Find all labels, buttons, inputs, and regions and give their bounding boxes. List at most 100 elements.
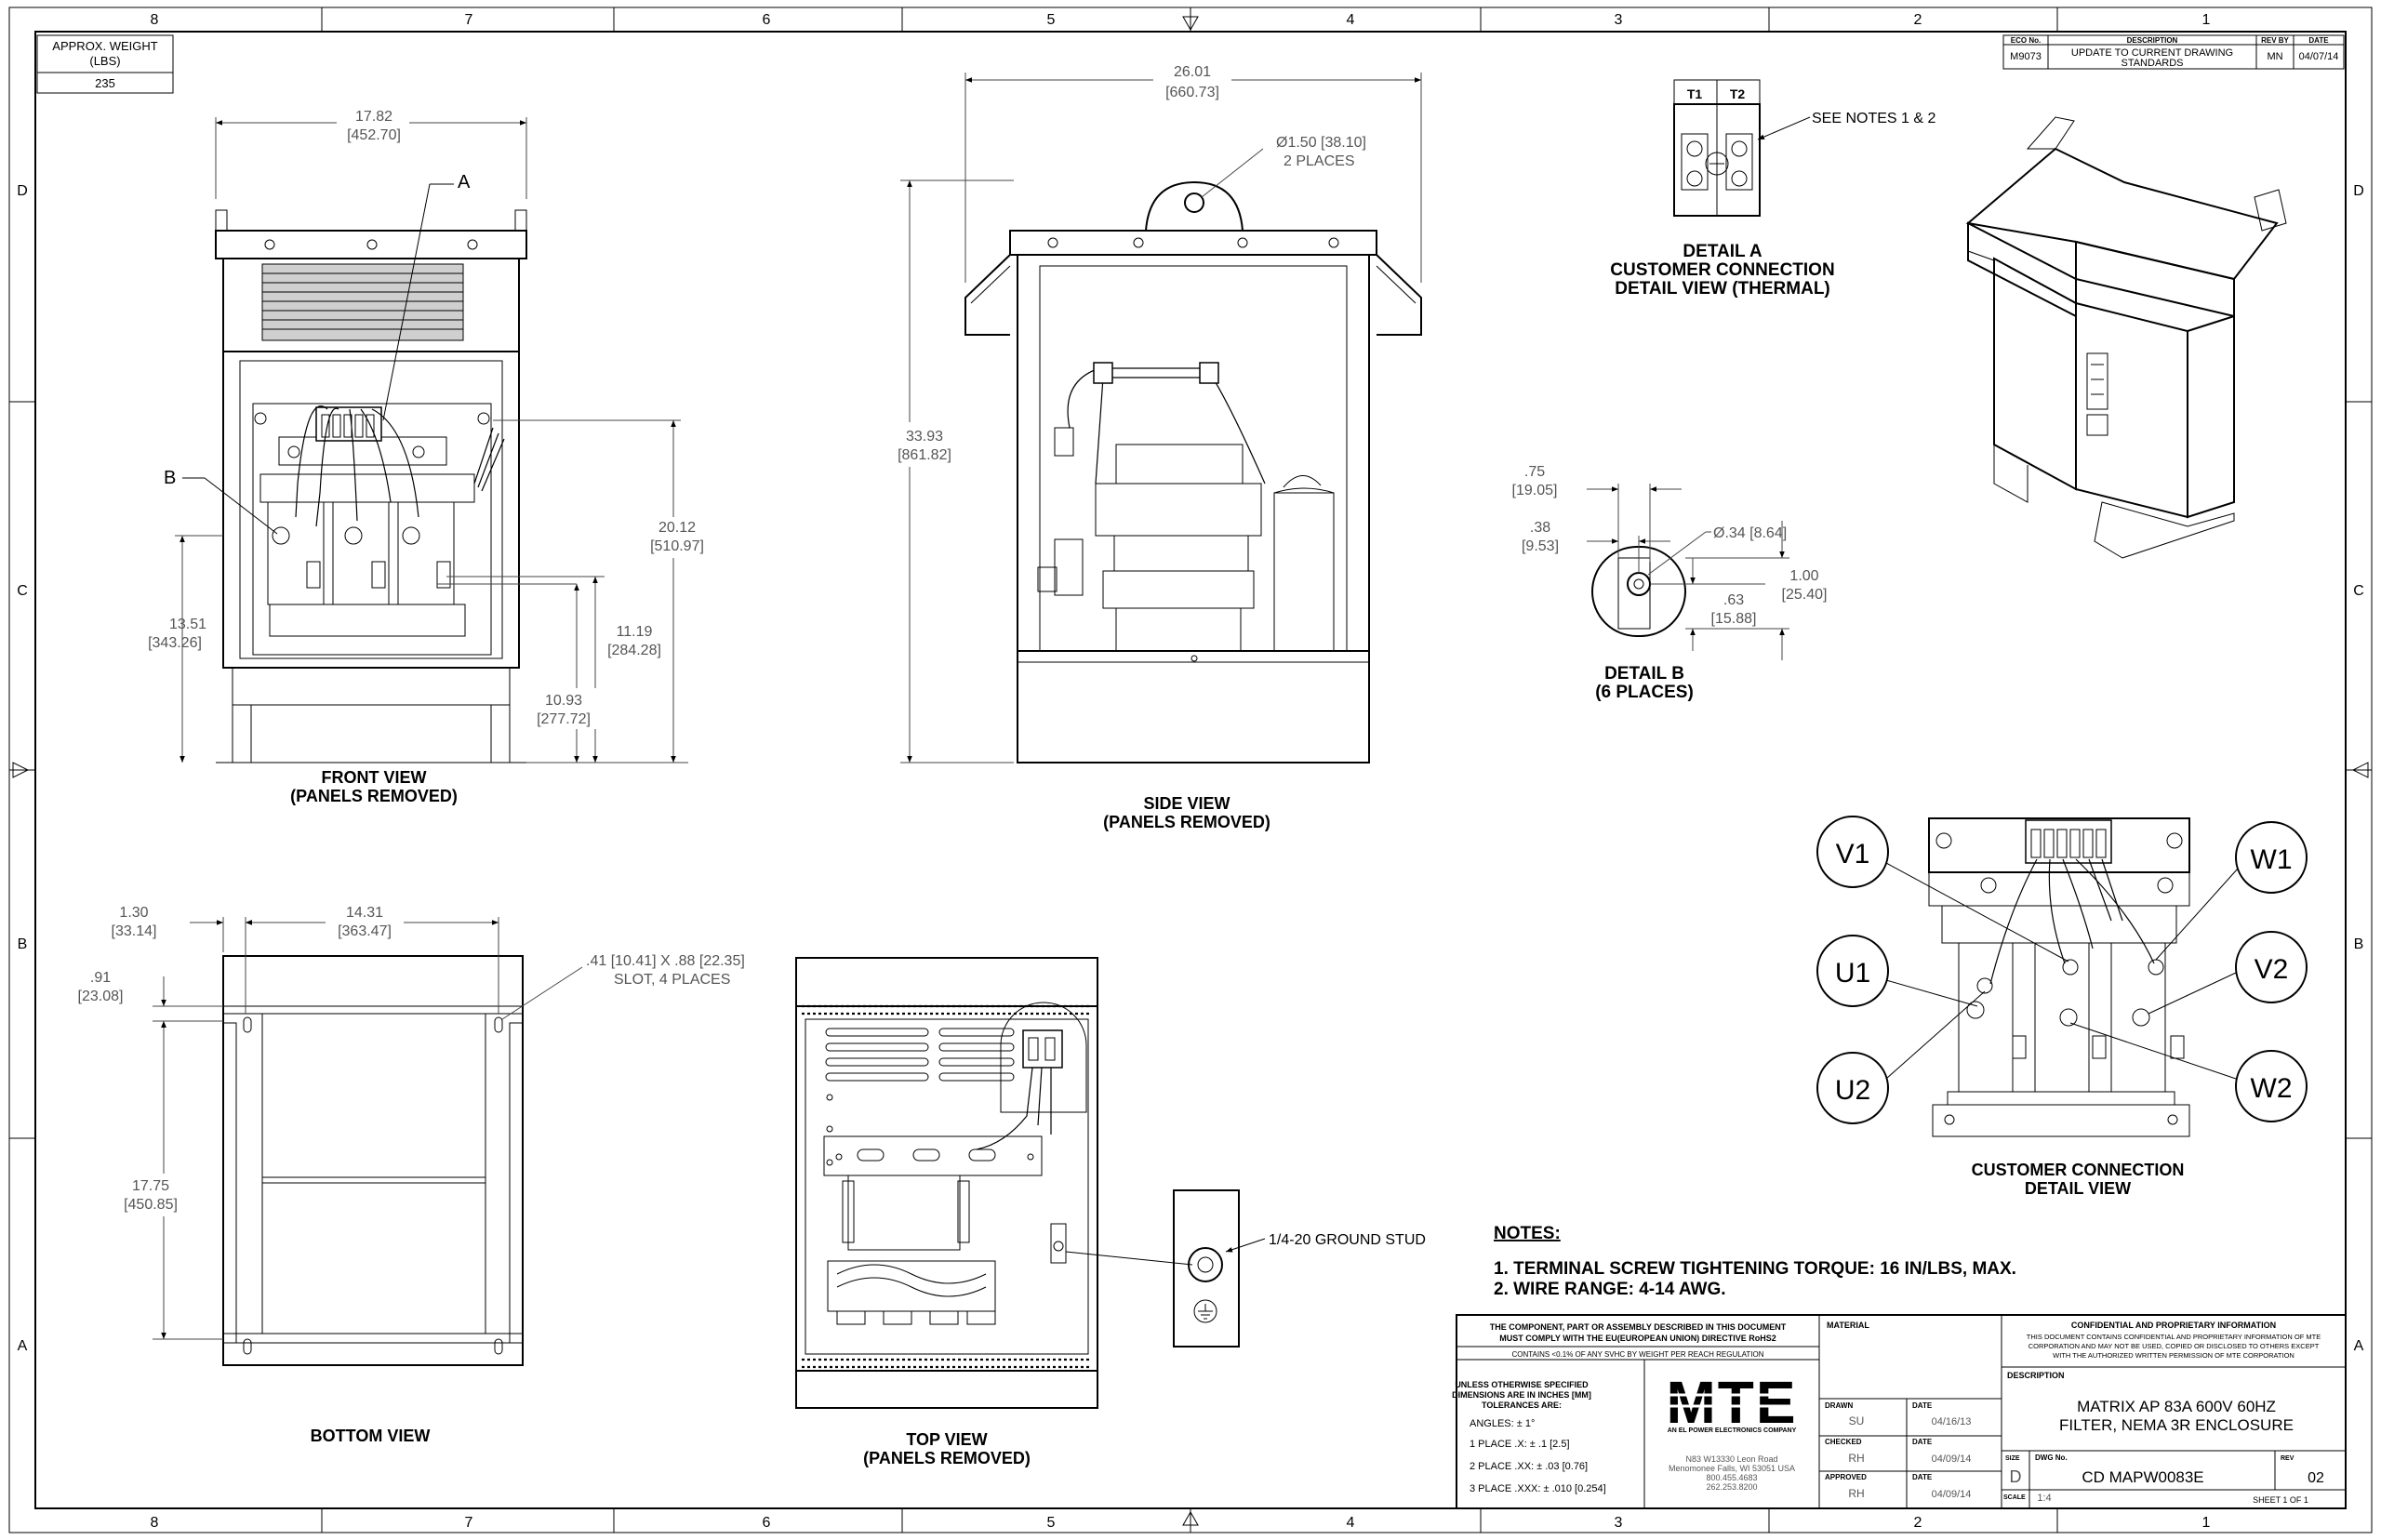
svg-text:1.00: 1.00 (1789, 568, 1818, 584)
svg-text:AN EL POWER ELECTRONICS COMPAN: AN EL POWER ELECTRONICS COMPANY (1668, 1427, 1797, 1434)
col-label: 5 (1047, 12, 1056, 28)
weight-box: APPROX. WEIGHT (LBS) 235 (36, 34, 174, 94)
svg-text:.41 [10.41] X .88 [22.35]: .41 [10.41] X .88 [22.35] (586, 953, 745, 969)
terminal-t1: T1 (1687, 86, 1703, 101)
svg-text:DATE: DATE (1912, 1438, 1933, 1446)
svg-text:17.75: 17.75 (132, 1178, 169, 1194)
svg-text:.75: .75 (1524, 464, 1545, 480)
col-label: 6 (763, 1515, 771, 1531)
top-view-title: TOP VIEW (906, 1430, 987, 1449)
note-2: 2. WIRE RANGE: 4-14 AWG. (1494, 1280, 1726, 1299)
svg-text:800.455.4683: 800.455.4683 (1706, 1473, 1757, 1482)
revision-by: MN (2267, 51, 2282, 62)
svg-text:MTE: MTE (1666, 1369, 1797, 1436)
sheet-number: SHEET 1 OF 1 (2253, 1495, 2308, 1505)
drawing-number: CD MAPW0083E (2082, 1468, 2203, 1486)
col-label: 1 (2202, 1515, 2211, 1531)
col-label: 1 (2202, 12, 2211, 28)
svg-text:THE COMPONENT, PART OR ASSEMBL: THE COMPONENT, PART OR ASSEMBLY DESCRIBE… (1490, 1322, 1787, 1332)
svg-text:(6 PLACES): (6 PLACES) (1595, 683, 1694, 702)
revision-eco: M9073 (2010, 51, 2042, 62)
side-view-subtitle: (PANELS REMOVED) (1103, 813, 1270, 831)
col-label: 3 (1615, 1515, 1623, 1531)
detail-a-note: SEE NOTES 1 & 2 (1812, 111, 1935, 126)
callout-b: B (164, 468, 176, 488)
svg-text:33.93: 33.93 (906, 429, 943, 445)
terminal-t2: T2 (1730, 86, 1746, 101)
top-view: 1/4-20 GROUND STUD TOP VIEW (PANELS REMO… (795, 957, 1426, 1467)
svg-text:.91: .91 (90, 970, 111, 986)
row-label: B (18, 936, 28, 952)
svg-text:ECO No.: ECO No. (2011, 36, 2041, 45)
detail-a: T1 T2 SEE NOTES 1 & 2 DETAIL A CUSTOMER … (1610, 79, 1935, 299)
ground-stud-label: 1/4-20 GROUND STUD (1269, 1232, 1426, 1248)
detail-a-title: DETAIL A (1683, 242, 1762, 261)
col-label: 5 (1047, 1515, 1056, 1531)
note-1: 1. TERMINAL SCREW TIGHTENING TORQUE: 16 … (1494, 1259, 2016, 1279)
svg-text:[23.08]: [23.08] (78, 989, 124, 1004)
svg-text:DETAIL VIEW (THERMAL): DETAIL VIEW (THERMAL) (1615, 279, 1830, 299)
svg-text:[510.97]: [510.97] (650, 538, 704, 554)
row-label: C (17, 583, 28, 599)
svg-text:(LBS): (LBS) (89, 54, 120, 68)
bottom-view: 1.30 [33.14] 14.31 [363.47] .91 [23.08] … (78, 902, 745, 1445)
svg-text:MATERIAL: MATERIAL (1827, 1321, 1869, 1330)
checked-date: 04/09/14 (1932, 1454, 1972, 1465)
svg-text:17.82: 17.82 (355, 109, 392, 125)
col-label: 8 (151, 12, 159, 28)
svg-text:REV: REV (2281, 1455, 2295, 1462)
approved-by: RH (1848, 1487, 1864, 1500)
detail-b-title: DETAIL B (1604, 664, 1684, 684)
connection-label-u1: U1 (1835, 958, 1870, 989)
svg-text:DESCRIPTION: DESCRIPTION (2127, 36, 2178, 45)
connection-label-v2: V2 (2255, 954, 2289, 985)
drawn-by: SU (1849, 1414, 1865, 1427)
bottom-view-title: BOTTOM VIEW (311, 1427, 431, 1445)
connection-label-v1: V1 (1836, 839, 1870, 870)
side-view-title: SIDE VIEW (1143, 794, 1230, 813)
front-view: A B 17.82 [452.70] 13.51 [343.26] 20.12 … (148, 104, 712, 805)
svg-text:Ø.34 [8.64]: Ø.34 [8.64] (1713, 525, 1787, 541)
svg-text:Ø1.50 [38.10]: Ø1.50 [38.10] (1276, 135, 1366, 151)
svg-text:DETAIL VIEW: DETAIL VIEW (2025, 1179, 2131, 1198)
svg-text:STANDARDS: STANDARDS (2121, 58, 2183, 69)
tolerance-1place: 1 PLACE .X: ± .1 [2.5] (1470, 1439, 1570, 1450)
drawing-scale: 1:4 (2037, 1493, 2051, 1504)
tolerance-2place: 2 PLACE .XX: ± .03 [0.76] (1470, 1461, 1588, 1472)
col-label: 4 (1347, 12, 1355, 28)
svg-text:CUSTOMER CONNECTION: CUSTOMER CONNECTION (1610, 260, 1834, 280)
drawing-border (8, 7, 2373, 1533)
svg-text:THIS DOCUMENT CONTAINS CONFIDE: THIS DOCUMENT CONTAINS CONFIDENTIAL AND … (2027, 1333, 2321, 1341)
svg-text:REV BY: REV BY (2261, 36, 2289, 45)
svg-text:Menomonee Falls, WI 53051 USA: Menomonee Falls, WI 53051 USA (1669, 1464, 1795, 1473)
svg-text:2 PLACES: 2 PLACES (1284, 153, 1354, 169)
row-label: D (17, 183, 28, 199)
weight-label: APPROX. WEIGHT (52, 39, 157, 53)
revision-date: 04/07/14 (2299, 51, 2339, 62)
svg-text:[15.88]: [15.88] (1711, 611, 1757, 627)
side-view: 26.01 [660.73] 33.93 [861.82] Ø1.50 [38.… (878, 61, 1422, 831)
approved-date: 04/09/14 (1932, 1489, 1972, 1500)
svg-text:[9.53]: [9.53] (1522, 538, 1559, 554)
svg-text:WITH THE AUTHORIZED WRITTEN PE: WITH THE AUTHORIZED WRITTEN PERMISSION O… (2053, 1351, 2295, 1360)
revision-block: ECO No. DESCRIPTION REV BY DATE M9073 UP… (2002, 34, 2345, 70)
notes-heading: NOTES: (1494, 1224, 1561, 1243)
svg-text:26.01: 26.01 (1174, 64, 1211, 80)
checked-by: RH (1848, 1452, 1864, 1465)
col-label: 8 (151, 1515, 159, 1531)
grid-labels: 8 7 6 5 4 3 2 1 8 7 6 5 4 3 2 1 D C B A … (17, 12, 2364, 1531)
svg-text:14.31: 14.31 (346, 905, 383, 921)
svg-text:[861.82]: [861.82] (898, 447, 951, 463)
top-view-subtitle: (PANELS REMOVED) (863, 1449, 1031, 1467)
row-label: A (2354, 1338, 2364, 1354)
svg-text:13.51: 13.51 (169, 617, 206, 632)
svg-text:DWG No.: DWG No. (2035, 1454, 2068, 1462)
svg-text:.38: .38 (1530, 520, 1550, 536)
row-label: C (2353, 583, 2364, 599)
svg-text:DRAWN: DRAWN (1825, 1401, 1853, 1410)
col-label: 6 (763, 12, 771, 28)
svg-text:DESCRIPTION: DESCRIPTION (2007, 1371, 2065, 1380)
detail-b: .75 [19.05] .38 [9.53] Ø.34 [8.64] .63 [… (1512, 464, 1828, 702)
svg-text:DIMENSIONS ARE IN INCHES [MM]: DIMENSIONS ARE IN INCHES [MM] (1452, 1390, 1591, 1400)
svg-text:.63: .63 (1723, 592, 1744, 608)
